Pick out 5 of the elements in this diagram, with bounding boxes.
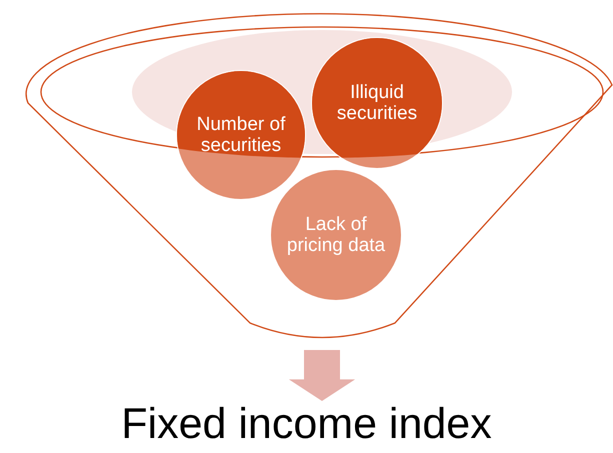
circle-label: Lack of pricing data <box>286 214 386 256</box>
block-arrow <box>288 350 356 401</box>
circle-label: Illiquid securities <box>336 82 418 124</box>
circle-label: Number of securities <box>196 114 286 156</box>
result-title: Fixed income index <box>40 401 573 447</box>
